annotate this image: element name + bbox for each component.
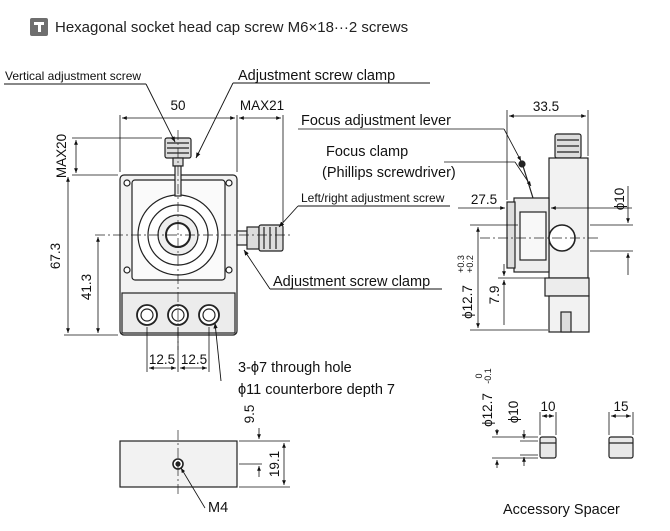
dim-12-5-b: 12.5 [181,352,207,367]
label-m4: M4 [208,500,228,516]
dim-max20: MAX20 [54,134,69,178]
bottom-view [119,430,238,495]
dim-50: 50 [170,98,185,113]
left-right-adjustment-screw [236,224,284,252]
front-view [95,130,290,350]
header: Hexagonal socket head cap screw M6×18···… [30,16,408,38]
dim-27-5: 27.5 [471,192,497,207]
dim-19-1: 19.1 [267,451,282,477]
dim-41-3: 41.3 [79,274,94,300]
dim-9-5: 9.5 [242,405,257,424]
dim-spacer-15: 15 [613,399,628,414]
accessory-spacer-10 [539,436,557,459]
label-focus-clamp: Focus clamp [326,144,408,160]
dim-spacer-phi12-7: ϕ12.7 [480,393,495,427]
label-through-hole: 3-ϕ7 through hole [238,360,352,376]
header-title: Hexagonal socket head cap screw M6×18···… [55,18,409,36]
dim-33-5: 33.5 [533,99,559,114]
accessory-spacer-15 [608,436,634,459]
dim-spacer-tol-minus: -0.1 [483,368,493,384]
label-left-right-adjustment-screw: Left/right adjustment screw [301,191,445,205]
dim-7-9: 7.9 [487,286,502,305]
side-view [480,133,600,333]
dim-phi10-side: ϕ10 [612,188,627,211]
label-phillips-screwdriver: (Phillips screwdriver) [322,165,456,181]
label-vertical-adjustment-screw: Vertical adjustment screw [5,69,141,83]
dim-tol-plus: +0.3 [456,255,466,273]
screw-icon [30,18,48,36]
label-focus-adjustment-lever: Focus adjustment lever [301,113,451,129]
label-adjustment-screw-clamp-bottom: Adjustment screw clamp [273,274,430,290]
dim-max21: MAX21 [240,98,284,113]
dim-67-3: 67.3 [48,243,63,269]
label-adjustment-screw-clamp-top: Adjustment screw clamp [238,68,395,84]
dim-12-5-a: 12.5 [149,352,175,367]
dim-spacer-10: 10 [540,399,555,414]
label-counterbore: ϕ11 counterbore depth 7 [238,382,395,398]
label-accessory-spacer: Accessory Spacer [503,502,620,518]
dim-phi12-7: ϕ12.7 [460,285,475,319]
dim-tol-minus: +0.2 [465,255,475,273]
through-hole [198,304,220,326]
through-hole [136,304,158,326]
dim-spacer-tol-plus: 0 [474,373,484,378]
dim-spacer-phi10: ϕ10 [506,401,521,424]
